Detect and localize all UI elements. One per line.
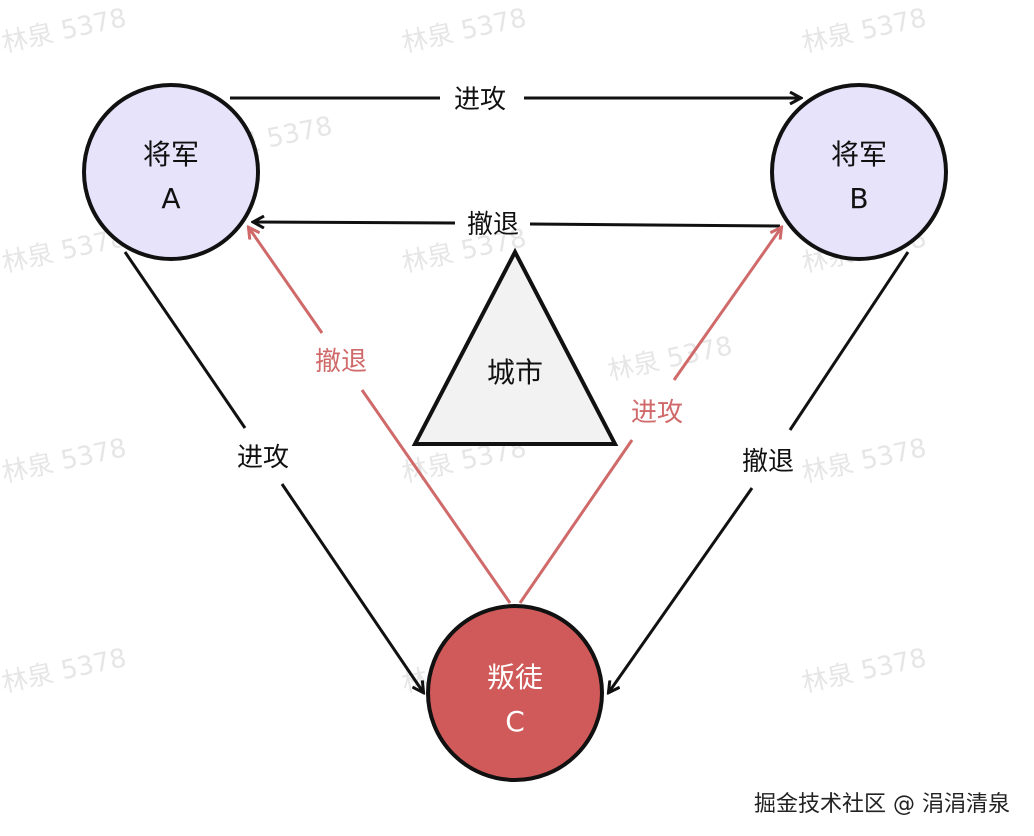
watermark: 林泉 5378 — [0, 433, 129, 489]
general-b-circle — [770, 83, 948, 261]
edge-c-to-b-line-bottom — [518, 439, 634, 604]
edge-b-to-a-line-right — [529, 222, 781, 228]
traitor-c-circle — [426, 604, 604, 782]
traitor-c-letter: C — [505, 705, 525, 738]
edge-c-to-b-arrow — [672, 228, 781, 381]
traitor-c-title: 叛徒 — [487, 661, 543, 694]
city-label: 城市 — [487, 356, 543, 389]
general-b-title: 将军 — [831, 138, 887, 171]
watermark: 林泉 5378 — [0, 3, 129, 59]
general-a-node: 将军 A — [82, 83, 260, 261]
watermark: 林泉 5378 — [799, 3, 929, 59]
city-node: 城市 — [411, 247, 619, 446]
source-credit: 掘金技术社区 @ 涓涓清泉 — [754, 792, 1010, 817]
traitor-c-node: 叛徒 C — [426, 604, 604, 782]
edges: 进攻 撤退 进攻 撤退 撤退 进攻 — [123, 85, 910, 692]
general-a-letter: A — [161, 182, 180, 215]
edge-a-to-c-arrow — [280, 483, 423, 692]
edge-label-a-to-b: 进攻 — [454, 85, 506, 115]
edge-b-to-a-arrow — [254, 222, 456, 223]
general-a-circle — [82, 83, 260, 261]
edge-c-to-a-arrow — [249, 228, 324, 334]
watermark: 林泉 5378 — [799, 433, 929, 489]
edge-b-to-c-line-top — [788, 251, 910, 431]
edge-a-to-c-line-top — [123, 251, 247, 429]
edge-b-to-c-arrow — [609, 487, 754, 692]
general-b-letter: B — [849, 182, 868, 215]
edge-label-c-to-b: 进攻 — [631, 398, 683, 428]
watermark: 林泉 5378 — [0, 643, 129, 699]
watermark: 林泉 5378 — [399, 3, 529, 59]
edge-c-to-a-line-bottom — [360, 389, 512, 604]
edge-label-b-to-c: 撤退 — [742, 447, 794, 477]
general-a-title: 将军 — [143, 138, 199, 171]
watermark: 林泉 5378 — [605, 331, 735, 387]
edge-label-b-to-a: 撤退 — [467, 210, 519, 240]
watermark: 林泉 5378 — [799, 643, 929, 699]
general-b-node: 将军 B — [770, 83, 948, 261]
edge-label-c-to-a: 撤退 — [315, 347, 367, 377]
edge-label-a-to-c: 进攻 — [237, 443, 289, 473]
city-triangle — [411, 247, 619, 446]
